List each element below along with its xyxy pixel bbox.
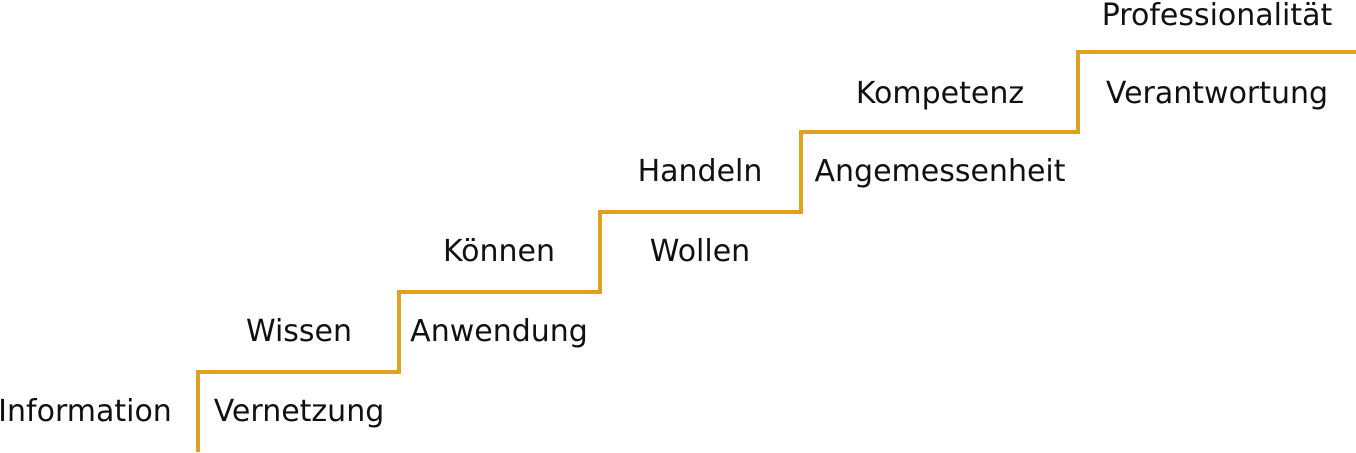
label-angemessenheit: Angemessenheit: [814, 154, 1066, 189]
staircase-line: [196, 50, 1356, 452]
label-koennen: Können: [442, 234, 556, 269]
label-kompetenz: Kompetenz: [855, 76, 1025, 111]
label-wissen: Wissen: [245, 314, 353, 349]
label-verantwortung: Verantwortung: [1105, 76, 1329, 111]
label-anwendung: Anwendung: [410, 314, 588, 349]
label-vernetzung: Vernetzung: [213, 394, 385, 429]
label-handeln: Handeln: [637, 154, 763, 189]
label-wollen: Wollen: [649, 234, 751, 269]
label-professionalitaet: Professionalität: [1101, 0, 1333, 33]
label-information: Information: [0, 394, 172, 429]
